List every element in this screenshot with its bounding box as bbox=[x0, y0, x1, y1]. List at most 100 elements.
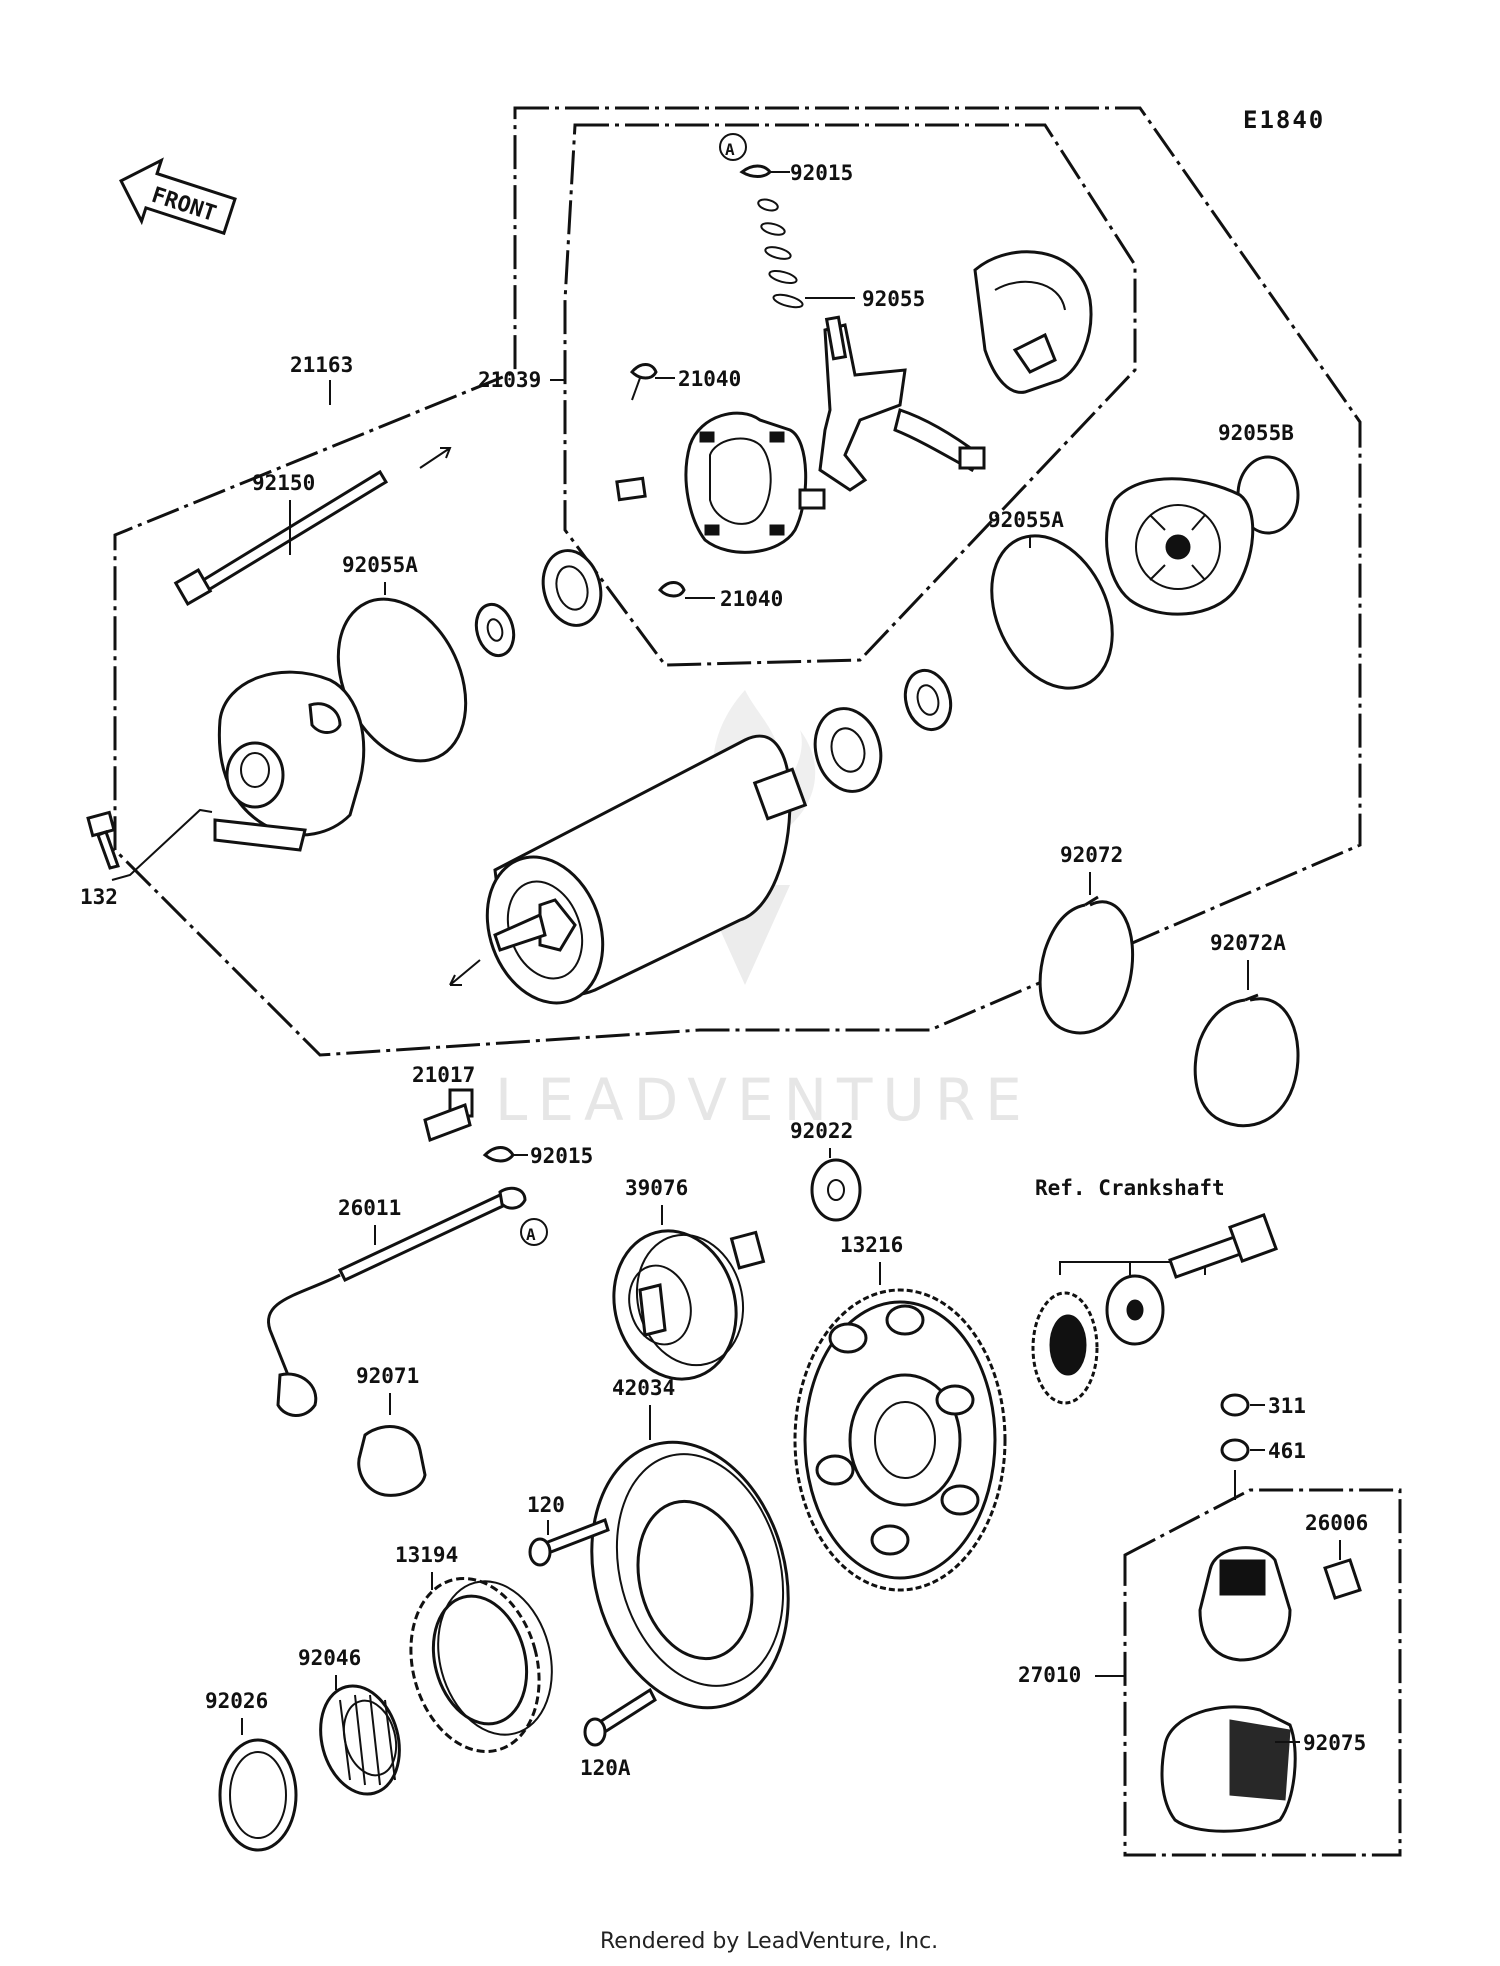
crank-bolt bbox=[1168, 1213, 1278, 1279]
svg-text:461: 461 bbox=[1268, 1439, 1306, 1463]
label-21039: 21039 bbox=[478, 368, 565, 392]
svg-text:A: A bbox=[725, 140, 735, 159]
crank-gear bbox=[1031, 1291, 1099, 1405]
through-bolt bbox=[173, 469, 389, 606]
bearing-small bbox=[903, 668, 953, 732]
label-21163: 21163 bbox=[290, 353, 353, 405]
label-92055: 92055 bbox=[805, 287, 925, 311]
snap-clip-bottom bbox=[482, 1146, 515, 1163]
starter-idler-gear bbox=[612, 1229, 766, 1381]
screw-120a bbox=[583, 1687, 657, 1747]
one-way-clutch-13194 bbox=[409, 1576, 553, 1754]
front-cover bbox=[213, 670, 366, 852]
spring-stack bbox=[757, 198, 804, 309]
svg-text:21040: 21040 bbox=[678, 367, 741, 391]
screw-120 bbox=[528, 1518, 610, 1567]
label-92055b: 92055B bbox=[1218, 421, 1294, 445]
label-92046: 92046 bbox=[298, 1646, 361, 1690]
label-92015-top: 92015 bbox=[770, 161, 853, 185]
starter-gear-13216 bbox=[793, 1288, 1007, 1592]
svg-text:92055: 92055 bbox=[862, 287, 925, 311]
relay-assembly-outline bbox=[1123, 1488, 1402, 1857]
svg-text:92015: 92015 bbox=[790, 161, 853, 185]
svg-text:120A: 120A bbox=[580, 1756, 631, 1780]
fuse-26006 bbox=[1323, 1558, 1362, 1600]
svg-text:311: 311 bbox=[1268, 1394, 1306, 1418]
label-92150: 92150 bbox=[252, 471, 315, 555]
brush-holder bbox=[615, 411, 826, 554]
relay-nut-311 bbox=[1220, 1393, 1250, 1417]
label-92075: 92075 bbox=[1275, 1731, 1366, 1755]
crank-washer bbox=[1105, 1274, 1165, 1346]
label-39076: 39076 bbox=[625, 1176, 688, 1225]
cap-92071 bbox=[357, 1425, 427, 1497]
label-42034: 42034 bbox=[612, 1376, 675, 1440]
svg-text:92075: 92075 bbox=[1303, 1731, 1366, 1755]
svg-text:92046: 92046 bbox=[298, 1646, 361, 1670]
svg-text:92150: 92150 bbox=[252, 471, 315, 495]
snap-ring-92072a bbox=[1193, 993, 1300, 1128]
label-92072: 92072 bbox=[1060, 843, 1123, 895]
label-311: 311 bbox=[1250, 1394, 1306, 1418]
label-26006: 26006 bbox=[1305, 1511, 1368, 1560]
label-92072a: 92072A bbox=[1210, 931, 1286, 990]
svg-text:27010: 27010 bbox=[1018, 1663, 1081, 1687]
svg-text:26011: 26011 bbox=[338, 1196, 401, 1220]
brush-plate bbox=[818, 315, 986, 492]
rear-cover bbox=[973, 250, 1093, 394]
terminal-21017 bbox=[423, 1088, 474, 1142]
washer-center bbox=[474, 602, 516, 658]
starter-relay bbox=[1198, 1546, 1292, 1662]
label-92071: 92071 bbox=[356, 1364, 419, 1415]
svg-text:92055A: 92055A bbox=[342, 553, 418, 577]
rubber-cover-92075 bbox=[1160, 1705, 1297, 1833]
svg-text:92071: 92071 bbox=[356, 1364, 419, 1388]
label-13216: 13216 bbox=[840, 1233, 903, 1285]
label-92055a-right: 92055A bbox=[988, 508, 1064, 548]
ref-crankshaft-note: Ref. Crankshaft bbox=[1035, 1176, 1225, 1200]
lead-wire-26011 bbox=[266, 1186, 527, 1417]
end-plate bbox=[1105, 477, 1255, 616]
o-ring-92055a-right bbox=[990, 534, 1114, 690]
label-21040-bottom: 21040 bbox=[685, 587, 783, 611]
svg-text:21039: 21039 bbox=[478, 368, 541, 392]
svg-text:A: A bbox=[526, 1225, 536, 1244]
svg-text:21040: 21040 bbox=[720, 587, 783, 611]
label-92026: 92026 bbox=[205, 1689, 268, 1735]
svg-text:21163: 21163 bbox=[290, 353, 353, 377]
svg-text:92022: 92022 bbox=[790, 1119, 853, 1143]
svg-text:21017: 21017 bbox=[412, 1063, 475, 1087]
label-13194: 13194 bbox=[395, 1543, 458, 1590]
label-461: 461 bbox=[1250, 1439, 1306, 1463]
svg-text:92072A: 92072A bbox=[1210, 931, 1286, 955]
label-120: 120 bbox=[527, 1493, 565, 1535]
label-120a: 120A bbox=[580, 1756, 631, 1780]
footer-credit: Rendered by LeadVenture, Inc. bbox=[600, 1929, 938, 1954]
svg-text:39076: 39076 bbox=[625, 1176, 688, 1200]
label-92055a-left: 92055A bbox=[342, 553, 418, 595]
washer-92026 bbox=[218, 1738, 298, 1852]
ref-crankshaft-bracket bbox=[1059, 1261, 1206, 1275]
snap-ring-92072 bbox=[1038, 895, 1135, 1035]
watermark-text: LEADVENTURE bbox=[495, 1066, 1032, 1134]
label-21017: 21017 bbox=[412, 1063, 475, 1087]
brush-spring-top bbox=[629, 363, 658, 401]
starter-motor-body bbox=[485, 734, 808, 1005]
svg-text:42034: 42034 bbox=[612, 1376, 675, 1400]
bearing-armature bbox=[813, 707, 883, 793]
front-arrow: FRONT bbox=[119, 157, 237, 236]
svg-text:92055A: 92055A bbox=[988, 508, 1064, 532]
clutch-housing-42034 bbox=[590, 1440, 790, 1710]
label-92015-bottom: 92015 bbox=[512, 1144, 593, 1168]
brush-spring-bottom bbox=[657, 581, 686, 598]
needle-bearing-92046 bbox=[319, 1684, 401, 1796]
snap-clip-top: A bbox=[719, 133, 772, 178]
callout-a-bottom: A bbox=[520, 1218, 548, 1246]
label-21040-top: 21040 bbox=[655, 367, 741, 391]
brush-holder-outline bbox=[563, 123, 1137, 667]
starter-assembly-outline bbox=[113, 106, 1362, 1057]
assembly-direction-arrow-bottom bbox=[449, 959, 481, 986]
relay-washer-461 bbox=[1220, 1438, 1250, 1462]
svg-text:92055B: 92055B bbox=[1218, 421, 1294, 445]
